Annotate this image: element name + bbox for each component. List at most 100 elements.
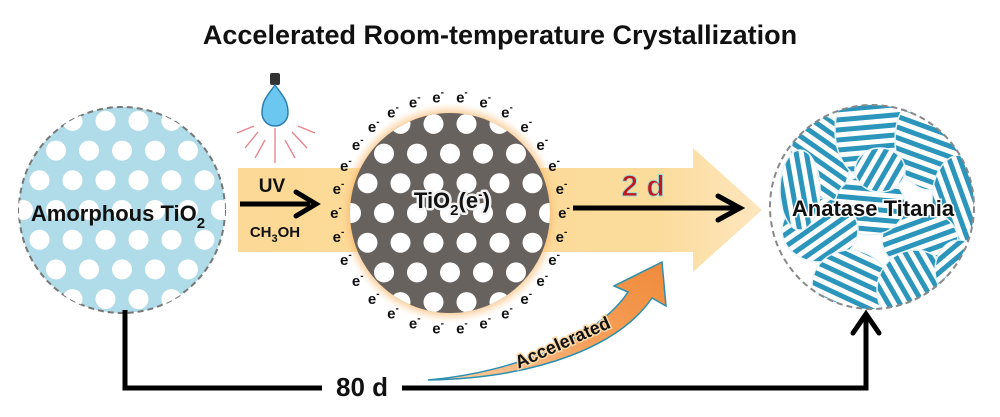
- pore: [539, 203, 550, 223]
- pore: [112, 200, 132, 220]
- pore: [62, 289, 83, 310]
- pore: [46, 259, 66, 280]
- electron: e-: [479, 93, 491, 112]
- electron: e-: [456, 88, 468, 107]
- amorphous-label: Amorphous TiO2: [31, 201, 205, 232]
- pore: [374, 262, 394, 283]
- pore: [29, 170, 50, 191]
- pore: [506, 262, 526, 283]
- slow-arrowhead: [850, 309, 882, 336]
- electron: e-: [368, 289, 380, 308]
- pore: [357, 232, 378, 253]
- pore: [506, 203, 526, 223]
- slow-label-bg: [322, 372, 402, 402]
- pore: [473, 262, 493, 283]
- pore: [194, 229, 215, 250]
- electron: e-: [501, 303, 513, 322]
- electron: e-: [368, 117, 380, 136]
- pore: [489, 232, 510, 253]
- pore: [29, 229, 50, 250]
- electron: e-: [520, 117, 532, 136]
- pore: [440, 143, 460, 164]
- electron: e-: [333, 227, 345, 246]
- pore: [522, 232, 543, 253]
- pore: [506, 143, 526, 164]
- pore: [211, 200, 225, 220]
- crystal-grain: [934, 239, 974, 301]
- pore: [456, 232, 477, 253]
- electron: e-: [520, 289, 532, 308]
- electron: e-: [432, 88, 444, 107]
- pore: [145, 200, 165, 220]
- pore: [128, 170, 149, 191]
- pore: [79, 140, 99, 161]
- diagram-title: Accelerated Room-temperature Crystalliza…: [203, 20, 797, 50]
- uv-arrowhead: [293, 189, 321, 219]
- electron: e-: [556, 179, 568, 198]
- electron: e-: [556, 227, 568, 246]
- electron: e-: [536, 135, 548, 154]
- electron: e-: [340, 156, 352, 175]
- pore: [178, 200, 198, 220]
- pore: [456, 173, 477, 194]
- electron: e-: [536, 271, 548, 290]
- pore: [79, 259, 99, 280]
- electron: e-: [330, 203, 342, 222]
- electron: e-: [479, 313, 491, 332]
- pore: [62, 170, 83, 191]
- pore: [161, 229, 182, 250]
- crystal-grain: [854, 147, 906, 193]
- pore: [128, 110, 149, 131]
- pore: [128, 229, 149, 250]
- pore: [95, 289, 116, 310]
- pore: [95, 110, 116, 131]
- pore: [161, 170, 182, 191]
- pore: [473, 203, 493, 223]
- pore: [145, 140, 165, 161]
- pore: [423, 292, 444, 313]
- pore: [357, 173, 378, 194]
- pore: [46, 200, 66, 220]
- electron: e-: [409, 313, 421, 332]
- amorphous-particle: Amorphous TiO2: [18, 106, 226, 314]
- electron: e-: [352, 271, 364, 290]
- electron: e-: [548, 156, 560, 175]
- pore: [407, 203, 427, 223]
- pore: [390, 232, 411, 253]
- accelerated-arrow: [427, 260, 667, 381]
- charged-particle: e-e-e-e-e-e-e-e-e-e-e-e-e-e-e-e-e-e-e-e-…: [330, 88, 570, 338]
- electron: e-: [409, 93, 421, 112]
- pore: [522, 173, 543, 194]
- fast-arrowhead: [715, 193, 746, 223]
- electron: e-: [333, 179, 345, 198]
- electron: e-: [432, 318, 444, 337]
- anatase-label: Anatase Titania: [792, 196, 955, 221]
- pore: [440, 262, 460, 283]
- electron: e-: [456, 318, 468, 337]
- pore: [46, 140, 66, 161]
- slow-path-arrow: [122, 310, 869, 391]
- pore: [407, 262, 427, 283]
- fast-time-label: 2 d: [621, 170, 664, 203]
- pore: [62, 229, 83, 250]
- pore: [440, 203, 460, 223]
- pore: [161, 289, 182, 310]
- pore: [178, 259, 198, 280]
- pore: [128, 289, 149, 310]
- charged-label: TiO2(e-): [414, 186, 490, 219]
- crystal-grain: [779, 149, 821, 231]
- methanol-label: CH3OH: [250, 224, 300, 245]
- electron: e-: [558, 203, 570, 222]
- electron: e-: [387, 303, 399, 322]
- pore: [112, 140, 132, 161]
- pore: [374, 143, 394, 164]
- pore: [350, 203, 361, 223]
- pore: [423, 113, 444, 134]
- pore: [423, 173, 444, 194]
- pore: [19, 200, 33, 220]
- electron: e-: [387, 103, 399, 122]
- pore: [489, 173, 510, 194]
- pore: [161, 110, 182, 131]
- electron: e-: [548, 250, 560, 269]
